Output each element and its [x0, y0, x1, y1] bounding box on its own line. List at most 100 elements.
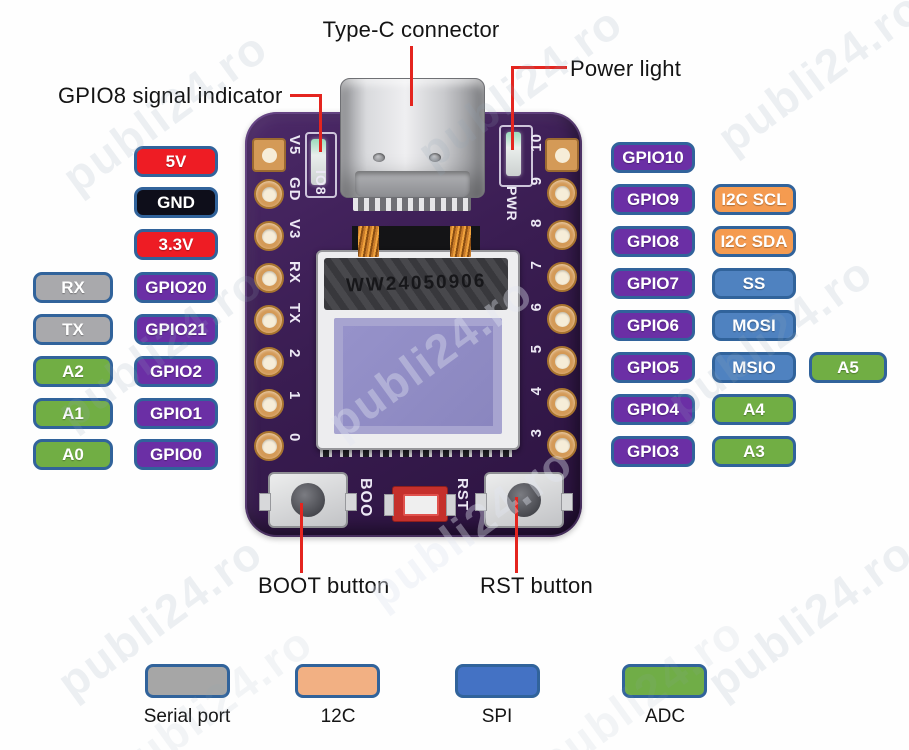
gpio8-led — [311, 139, 326, 185]
pin-label-i2c-scl: I2C SCL — [712, 184, 796, 215]
pin-label-3v3: 3.3V — [134, 229, 218, 260]
annotation-type-c-connector: Type-C connector — [322, 17, 500, 42]
silkscreen-boot: BOO — [357, 478, 374, 518]
pin-label-a5: A5 — [809, 352, 887, 383]
pin-pad — [254, 431, 284, 461]
legend-swatch-spi — [455, 664, 540, 698]
pin-label-gpio9: GPIO9 — [611, 184, 695, 215]
pin-label-gpio0: GPIO0 — [134, 439, 218, 470]
flex-cable — [450, 226, 471, 257]
power-led — [506, 132, 521, 176]
pin-pad — [254, 179, 284, 209]
pin-pad — [547, 430, 577, 460]
silkscreen-io8: IO8 — [313, 170, 329, 196]
silkscreen-rst: RST — [454, 478, 471, 511]
leader-line-gpio8-h — [290, 94, 322, 97]
rst-button-physical — [475, 472, 573, 528]
oled-flex-band: WW24050906 — [324, 258, 508, 310]
pin-pad — [254, 305, 284, 335]
silkscreen-pin-label: GD — [286, 177, 303, 202]
pin-pad — [254, 221, 284, 251]
annotation-boot-button: BOOT button — [258, 573, 390, 598]
pin-pad — [547, 346, 577, 376]
pin-pad — [254, 347, 284, 377]
pin-label-gpio7: GPIO7 — [611, 268, 695, 299]
legend-swatch-i2c — [295, 664, 380, 698]
pin-pad-square — [252, 138, 286, 172]
pin-label-gpio3: GPIO3 — [611, 436, 695, 467]
usb-opening — [355, 171, 470, 197]
silkscreen-pin-label: RX — [286, 261, 303, 284]
pin-label-gpio8: GPIO8 — [611, 226, 695, 257]
button-cap — [291, 483, 325, 517]
pin-label-gpio4: GPIO4 — [611, 394, 695, 425]
silkscreen-pwr: PWR — [504, 186, 520, 222]
pin-label-gpio6: GPIO6 — [611, 310, 695, 341]
pin-pad — [547, 388, 577, 418]
flex-cable — [358, 226, 379, 257]
silkscreen-pin-label: 7 — [528, 260, 545, 270]
pin-pad — [254, 389, 284, 419]
pin-label-ss: SS — [712, 268, 796, 299]
pin-pad — [254, 263, 284, 293]
component-pad — [446, 494, 456, 516]
legend-swatch-adc — [622, 664, 707, 698]
leader-line-type-c — [410, 46, 413, 106]
pin-pad — [547, 262, 577, 292]
pin-label-5v: 5V — [134, 146, 218, 177]
rgb-led-component — [384, 486, 456, 522]
pin-pad-square — [545, 138, 579, 172]
pin-label-rx: RX — [33, 272, 113, 303]
pin-label-gpio1: GPIO1 — [134, 398, 218, 429]
pin-label-gnd: GND — [134, 187, 218, 218]
pin-label-msio: MSIO — [712, 352, 796, 383]
button-tab — [475, 493, 487, 511]
leader-line-boot — [300, 503, 303, 573]
pin-label-gpio2: GPIO2 — [134, 356, 218, 387]
pin-label-a0: A0 — [33, 439, 113, 470]
pin-label-i2c-sda: I2C SDA — [712, 226, 796, 257]
led-window — [403, 494, 439, 516]
oled-screen — [334, 318, 502, 434]
pin-label-gpio10: GPIO10 — [611, 142, 695, 173]
button-tab — [561, 493, 573, 511]
power-led-bracket — [499, 125, 533, 187]
annotation-power-light: Power light — [570, 56, 682, 81]
silkscreen-pin-label: 2 — [286, 349, 303, 359]
silkscreen-pin-label: 4 — [528, 386, 545, 396]
legend-label-spi: SPI — [481, 706, 513, 727]
dev-board: V5 GD V3 RX TX 2 1 0 10 9 8 7 6 5 4 3 IO… — [245, 78, 582, 537]
button-tab — [259, 493, 271, 511]
pin-label-gpio21: GPIO21 — [134, 314, 218, 345]
pin-label-a3: A3 — [712, 436, 796, 467]
pin-label-gpio5: GPIO5 — [611, 352, 695, 383]
usb-dimple — [373, 153, 385, 162]
usb-dimple — [429, 153, 441, 162]
leader-line-power-light-h — [511, 66, 567, 69]
pin-label-tx: TX — [33, 314, 113, 345]
silkscreen-pin-label: 0 — [286, 433, 303, 443]
usb-solder-pins — [353, 194, 471, 211]
legend-label-adc: ADC — [644, 706, 686, 727]
pin-label-a1: A1 — [33, 398, 113, 429]
silkscreen-pin-label: V3 — [286, 219, 303, 240]
oled-serial-text: WW24050906 — [345, 270, 487, 297]
boot-button-physical — [259, 472, 357, 528]
pin-label-a4: A4 — [712, 394, 796, 425]
pin-pad — [547, 304, 577, 334]
oled-screen-inner — [343, 326, 493, 426]
silkscreen-pin-label: 6 — [528, 302, 545, 312]
silkscreen-pin-label: 9 — [528, 176, 545, 186]
component-pad — [384, 494, 394, 516]
button-tab — [345, 493, 357, 511]
watermark-text: publi24.ro — [707, 0, 909, 164]
silkscreen-pin-label: 10 — [528, 133, 545, 152]
pin-label-gpio20: GPIO20 — [134, 272, 218, 303]
oled-display-module: WW24050906 — [316, 250, 520, 450]
legend-label-i2c: 12C — [320, 706, 356, 727]
silkscreen-pin-label: 5 — [528, 344, 545, 354]
legend-swatch-serial-port — [145, 664, 230, 698]
silkscreen-pin-label: TX — [286, 303, 303, 325]
pin-pad — [547, 220, 577, 250]
